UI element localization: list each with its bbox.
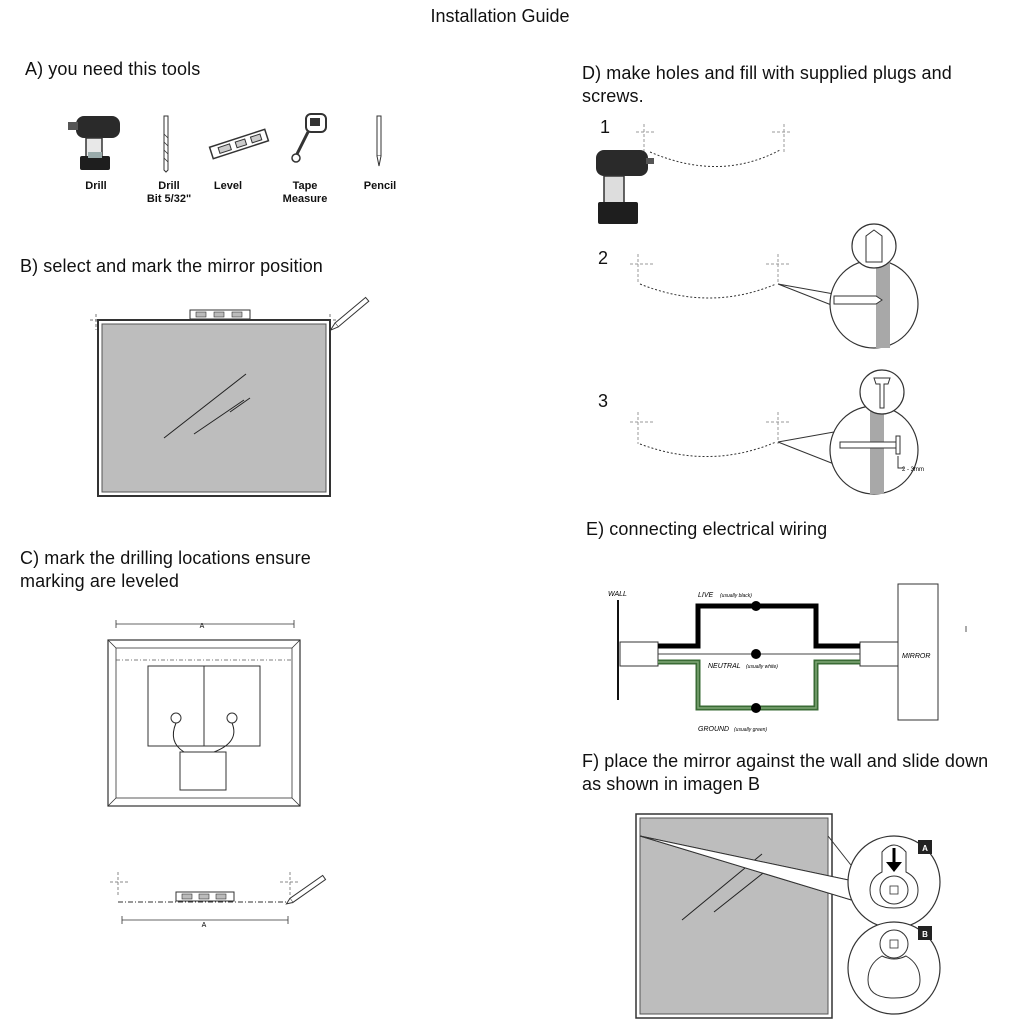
tape-measure-icon xyxy=(291,113,327,163)
tool-label-tape-measure: Tape Measure xyxy=(282,180,328,205)
mirror-hanging-diagram: A B xyxy=(635,813,941,1019)
dimension-a-label-bottom: A xyxy=(202,922,207,929)
pencil-icon xyxy=(376,115,382,167)
tool-label-level: Level xyxy=(213,180,243,192)
page-title: Installation Guide xyxy=(430,6,570,26)
drilling-locations-diagram: A xyxy=(107,620,301,807)
tool-label-drill-bit: Drill Bit 5/32" xyxy=(146,180,192,205)
mirror-label: MIRROR xyxy=(902,653,930,660)
step-1-number: 1 xyxy=(600,117,611,137)
step-2-number: 2 xyxy=(598,248,609,268)
drill-bit-icon xyxy=(163,115,169,173)
gap-label: 2 - 3mm xyxy=(902,467,924,473)
live-note: (usually black) xyxy=(720,593,752,599)
section-e-heading: E) connecting electrical wiring xyxy=(586,519,828,539)
electrical-wiring-diagram: WALL MIRROR LIVE (usually black) NEUTRAL… xyxy=(608,583,967,733)
step-2-plug-diagram xyxy=(630,223,919,349)
neutral-label: NEUTRAL xyxy=(708,663,741,670)
dimension-a-label-top: A xyxy=(200,623,205,630)
level-icon xyxy=(208,128,270,160)
step-1-drilling-diagram xyxy=(596,124,792,224)
badge-a-label: A xyxy=(922,844,928,853)
drill-icon xyxy=(68,116,120,170)
section-a-heading: A) you need this tools xyxy=(25,59,201,79)
section-b-heading: B) select and mark the mirror position xyxy=(20,256,323,276)
badge-b-label: B xyxy=(922,930,928,939)
level-marking-diagram: A xyxy=(110,872,327,929)
live-label: LIVE xyxy=(698,592,714,599)
wall-label: WALL xyxy=(608,591,627,598)
section-c-heading: C) mark the drilling locations ensure ma… xyxy=(20,548,311,591)
tool-label-pencil: Pencil xyxy=(363,180,397,192)
ground-label: GROUND xyxy=(698,726,729,733)
ground-note: (usually green) xyxy=(734,727,767,733)
step-3-screw-diagram: 2 - 3mm xyxy=(630,369,924,495)
step-3-number: 3 xyxy=(598,391,609,411)
mirror-position-diagram xyxy=(90,296,370,497)
neutral-note: (usually white) xyxy=(746,664,778,670)
tool-label-drill: Drill xyxy=(85,180,107,192)
section-d-heading: D) make holes and fill with supplied plu… xyxy=(582,63,952,106)
section-f-heading: F) place the mirror against the wall and… xyxy=(582,751,989,794)
